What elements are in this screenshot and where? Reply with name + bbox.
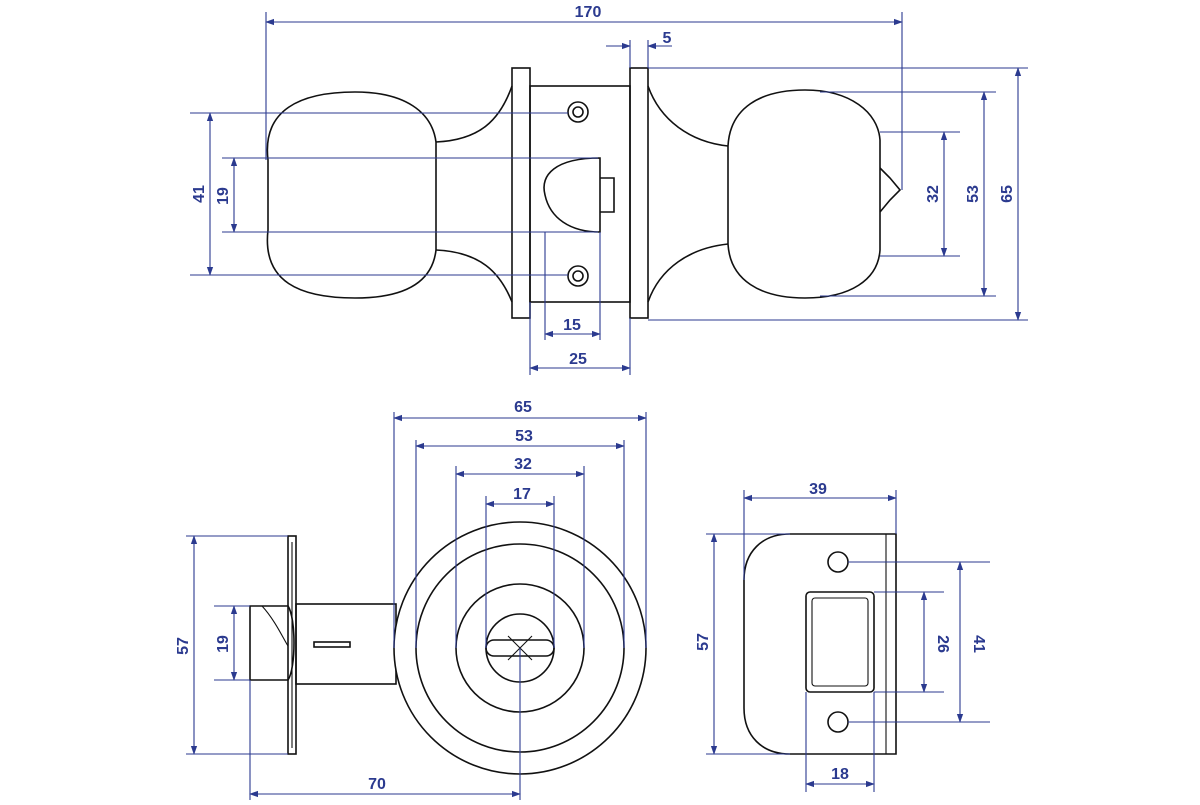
dim-top-knob-height-left: 41 [191,185,208,203]
left-knob [266,91,437,299]
latch-bolt-dome [249,605,295,681]
latch-front-view [249,521,647,775]
dim-front-inner-diameter: 17 [513,486,531,503]
dim-front-outer-diameter: 65 [514,399,532,416]
dim-latch-backset: 70 [368,776,386,793]
push-button-tip [879,167,902,213]
dim-top-body-width: 25 [569,351,587,368]
strike-hole-top-icon [827,551,849,573]
right-rose-plate [629,67,649,319]
dim-top-hole-spacing: 15 [563,317,581,334]
dim-top-rose-height: 65 [999,185,1016,203]
screw-hole-top-icon [567,101,589,123]
dim-top-spindle-right: 32 [925,185,942,203]
strike-plate-view [743,533,897,755]
screw-hole-top-inner-icon [572,106,584,118]
dim-front-second-diameter: 53 [515,428,533,445]
latch-tube [295,603,397,685]
dim-top-rose-gap: 5 [663,30,672,47]
left-knob-neck [435,85,513,303]
dim-latch-bolt-height: 19 [215,635,232,653]
dim-top-overall-length: 170 [575,4,602,21]
latch-bolt [543,157,615,233]
top-view [266,67,902,319]
screw-hole-bottom-inner-icon [572,270,584,282]
right-knob-neck [647,85,729,303]
screw-hole-bottom-icon [567,265,589,287]
dim-strike-width: 39 [809,481,827,498]
dim-strike-window-width: 18 [831,766,849,783]
dim-top-spindle-left: 19 [215,187,232,205]
left-rose-plate [511,67,531,319]
dim-strike-height: 57 [695,633,712,651]
dim-strike-window-height: 26 [934,635,951,653]
top-view-dimensions: 170 5 41 19 32 53 65 [190,4,1028,375]
dim-top-knob-height-right: 53 [965,185,982,203]
strike-plate-dimensions: 39 57 26 41 18 [695,481,990,792]
dim-latch-height: 57 [175,637,192,655]
latch-slot [313,641,351,648]
dim-strike-hole-spacing: 41 [970,635,987,653]
strike-hole-bottom-icon [827,711,849,733]
right-knob [727,89,881,299]
latch-front-dimensions: 65 53 32 17 57 19 70 [175,399,647,800]
dim-front-third-diameter: 32 [514,456,532,473]
strike-window [805,591,875,693]
